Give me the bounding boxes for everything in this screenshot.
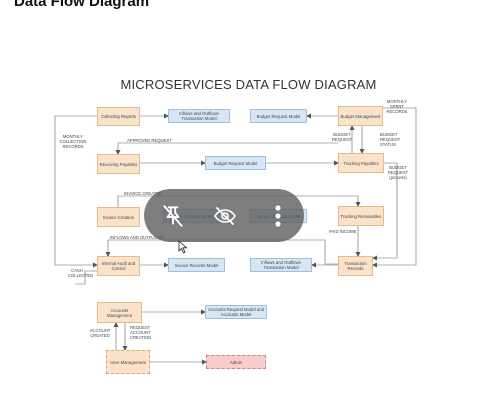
edge-budget-request-process xyxy=(372,162,398,261)
eye-off-icon xyxy=(213,206,236,225)
label-invoice-created: INVOICE CREATED xyxy=(124,191,163,196)
video-controls-overlay xyxy=(144,189,304,242)
more-vertical-icon xyxy=(274,204,281,227)
node-budget-request-model: Budget Request Model xyxy=(250,109,307,123)
label-approved-request: APPROVED REQUEST xyxy=(127,138,172,143)
label-account-created: ACCOUNT CREATED xyxy=(89,328,111,338)
more-options-button[interactable] xyxy=(251,189,304,242)
label-request-account-creation: REQUEST ACCOUNT CREATION xyxy=(130,325,152,340)
diagram-title: MICROSERVICES DATA FLOW DIAGRAM xyxy=(120,77,377,92)
label-monthly-spent: MONTHLY SPENT RECORDS xyxy=(386,99,408,114)
node-budget-request-model-2: Budget Request Model xyxy=(205,156,266,170)
label-paid-income: PAID INCOME xyxy=(329,229,357,234)
edge-inflows-outflows xyxy=(105,239,338,265)
node-inflows-outflows-model: Inflows and Outflows Transaction Model xyxy=(168,109,230,123)
node-admin: Admin xyxy=(206,355,266,369)
node-inflows-outflows-model-2: Inflows and Outflows Transaction Model xyxy=(250,258,312,272)
edge-monthly-collection xyxy=(54,115,98,268)
node-internal-audit: Internal Audit and Control xyxy=(97,256,140,276)
page-heading: Data Flow Diagram xyxy=(14,0,150,10)
mouse-cursor-icon xyxy=(178,240,188,254)
pin-off-button[interactable] xyxy=(146,189,199,242)
node-budget-management: Budget Management xyxy=(338,106,383,126)
label-monthly-collection: MONTHLY COLLECTION RECORDS xyxy=(59,134,87,149)
node-tracking-payables: Tracking Payables xyxy=(338,153,384,173)
label-budget-request: BUDGET REQUEST xyxy=(332,132,353,142)
node-user-management: User Management xyxy=(106,350,150,374)
pin-off-icon xyxy=(162,204,183,227)
edge-approved-request xyxy=(115,142,338,155)
node-invoice-creation: Invoice Creation xyxy=(97,207,140,227)
node-collecting-reports: Collecting Reports xyxy=(97,107,140,126)
node-tracking-receivables: Tracking Receivables xyxy=(338,206,384,226)
node-receiving-payables: Receiving Payables xyxy=(97,154,140,174)
hide-button[interactable] xyxy=(198,189,251,242)
node-invoice-records-model-2: Invoice Records Model xyxy=(168,258,225,272)
node-accounts-request-model: Accounts Request Model and Accounts Mode… xyxy=(205,305,267,319)
node-transaction-records: Transaction Records xyxy=(338,256,373,276)
label-inflows-outflows: INFLOWS AND OUTFLOWS xyxy=(110,235,164,240)
label-budget-request-process: BUDGET REQUEST (process) xyxy=(387,165,409,180)
label-cash-collected: CASH COLLECTED xyxy=(68,268,94,278)
label-budget-request-status: BUDGET REQUEST STATUS xyxy=(380,132,401,147)
edge-cash-collected xyxy=(75,270,97,285)
edge-monthly-spent xyxy=(370,107,417,268)
node-accounts-management: Accounts Management xyxy=(97,302,142,323)
